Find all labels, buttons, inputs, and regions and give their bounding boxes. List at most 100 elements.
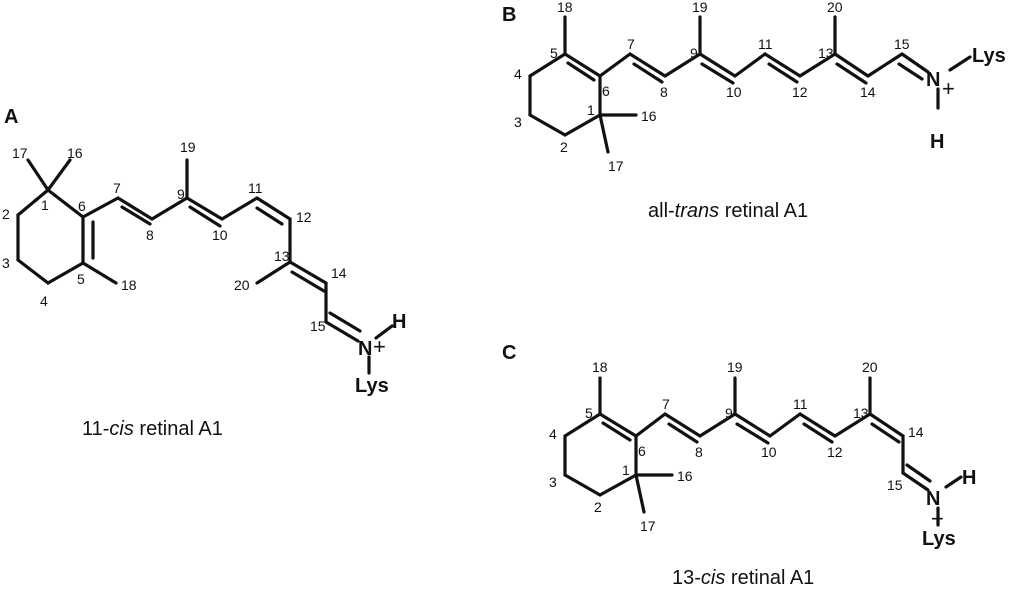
bond: [374, 324, 394, 340]
carbon-number: 7: [627, 36, 635, 52]
panel-a-caption: 11-cis retinal A1: [82, 418, 223, 440]
bond: [767, 62, 799, 84]
carbon-number: 19: [727, 359, 743, 375]
positive-charge: +: [942, 76, 955, 101]
carbon-number: 2: [2, 206, 10, 222]
bond: [901, 471, 930, 492]
bond: [566, 61, 596, 82]
bond: [16, 188, 50, 217]
carbon-number: 3: [549, 474, 557, 490]
carbon-number: 1: [587, 102, 595, 118]
carbon-number: 20: [234, 277, 250, 293]
carbon-number: 1: [41, 197, 49, 213]
bond: [944, 475, 963, 489]
panel-c-bonds: [563, 376, 963, 527]
positive-charge: +: [931, 506, 944, 531]
bond: [46, 158, 72, 192]
bond: [255, 206, 284, 226]
hydrogen-atom: H: [962, 467, 976, 489]
bond: [768, 412, 802, 438]
bond: [698, 52, 737, 78]
carbon-number: 19: [180, 139, 196, 155]
carbon-number: 20: [827, 0, 843, 15]
bond: [46, 261, 85, 285]
carbon-number: 13: [818, 45, 834, 61]
panel-a-bonds: [16, 158, 394, 375]
bond: [663, 52, 702, 78]
carbon-number: 10: [212, 227, 228, 243]
carbon-number: 11: [758, 36, 773, 52]
carbon-number: 5: [585, 405, 593, 421]
nitrogen-atom: N: [926, 69, 940, 91]
carbon-number: 11: [793, 396, 808, 412]
carbon-number: 4: [549, 426, 557, 442]
lysine-label: Lys: [972, 45, 1006, 67]
lysine-label: Lys: [355, 375, 389, 397]
bond: [46, 188, 85, 219]
bond: [255, 196, 292, 221]
bond: [185, 196, 224, 221]
panel-c-caption: 13-cis retinal A1: [672, 567, 814, 589]
bond: [735, 422, 770, 445]
carbon-number: 2: [560, 139, 568, 155]
bond: [563, 113, 602, 137]
panel-a-letter: A: [4, 106, 18, 128]
bond: [634, 473, 646, 514]
bond: [120, 205, 152, 226]
carbon-number: 4: [40, 293, 48, 309]
panel-b: B: [502, 0, 1006, 222]
carbon-number: 12: [296, 209, 312, 225]
bond: [700, 62, 735, 85]
bond: [733, 412, 772, 438]
carbon-number: 8: [660, 84, 668, 100]
panel-b-heteroatoms: N + Lys H: [926, 45, 1006, 153]
carbon-number: 17: [12, 145, 28, 161]
carbon-number: 3: [514, 114, 522, 130]
carbon-number: 9: [725, 405, 733, 421]
carbon-number: 5: [77, 271, 85, 287]
carbon-number: 16: [641, 108, 657, 124]
bond: [528, 113, 567, 137]
carbon-number: 16: [677, 468, 693, 484]
bond: [870, 422, 901, 444]
carbon-number: 17: [608, 158, 624, 174]
bond: [868, 412, 905, 438]
panel-c-atom-numbers: 1 2 3 4 5 6 7 8 9 10 11 12 13 14 15 16 1…: [549, 359, 924, 534]
bond: [698, 412, 737, 438]
positive-charge: +: [373, 334, 386, 359]
panel-c-heteroatoms: N + H Lys: [922, 467, 976, 550]
carbon-number: 4: [514, 66, 522, 82]
bond: [563, 52, 602, 78]
carbon-number: 8: [146, 227, 154, 243]
carbon-number: 10: [761, 444, 777, 460]
carbon-number: 15: [894, 36, 910, 52]
panel-a-heteroatoms: N + H Lys: [355, 311, 406, 397]
carbon-number: 9: [177, 186, 185, 202]
carbon-number: 18: [592, 359, 608, 375]
bond: [733, 52, 767, 78]
bond: [220, 196, 259, 221]
bond: [897, 62, 924, 81]
carbon-number: 18: [557, 0, 573, 15]
panel-a: A: [2, 106, 406, 440]
panel-b-letter: B: [502, 4, 516, 26]
carbon-number: 14: [331, 265, 347, 281]
panel-c-letter: C: [502, 342, 516, 364]
nitrogen-atom: N: [358, 338, 372, 360]
bond: [905, 463, 932, 483]
hydrogen-atom: H: [930, 131, 944, 153]
carbon-number: 14: [860, 84, 876, 100]
bond: [81, 196, 120, 219]
carbon-number: 1: [622, 462, 630, 478]
panel-b-caption: all-trans retinal A1: [648, 200, 808, 222]
bond: [900, 52, 930, 74]
carbon-number: 6: [78, 198, 86, 214]
carbon-number: 19: [692, 0, 708, 15]
bond: [150, 196, 189, 221]
bond: [628, 52, 667, 78]
nitrogen-atom: N: [926, 488, 940, 510]
bond: [563, 412, 602, 438]
carbon-number: 13: [274, 248, 290, 264]
bond: [763, 52, 802, 78]
